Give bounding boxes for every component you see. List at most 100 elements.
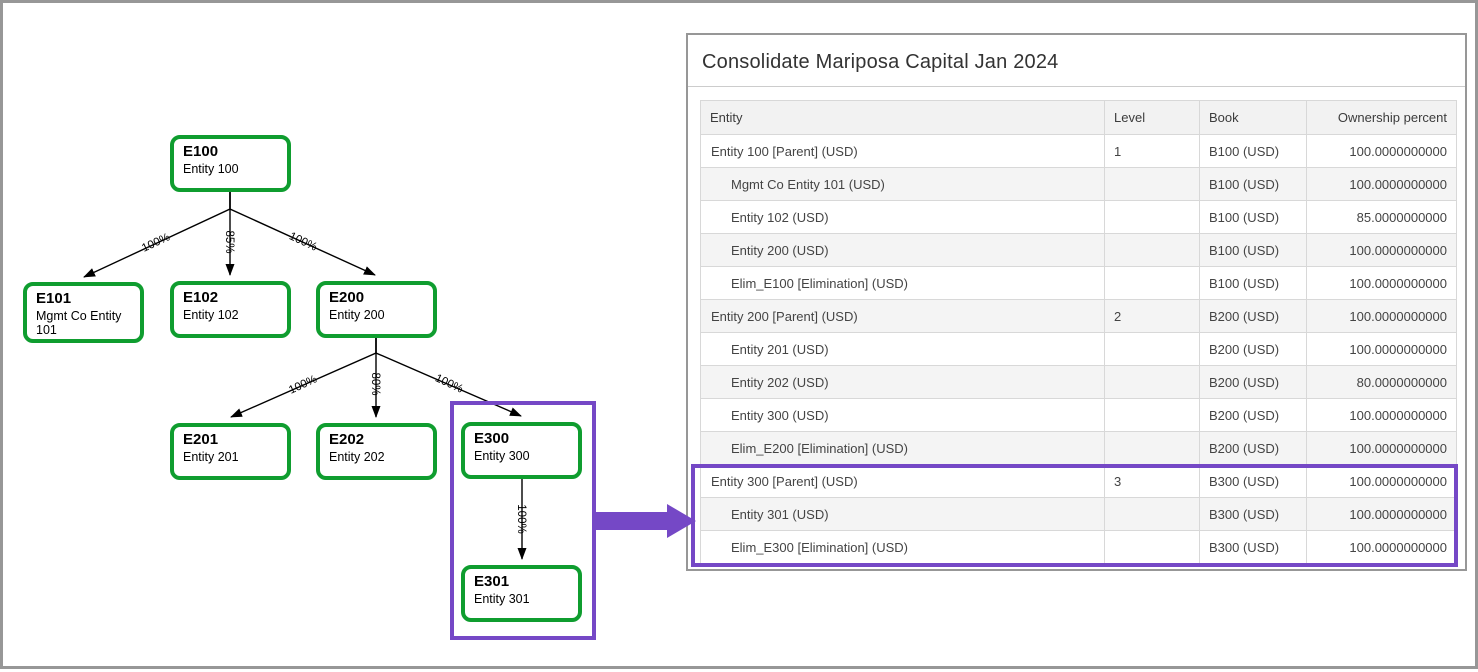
- cell-ownership-percent: 100.0000000000: [1306, 464, 1457, 498]
- entity-code: E202: [329, 431, 365, 448]
- edge-e100-e200: [229, 191, 376, 276]
- report-row: Entity 202 (USD) B200 (USD) 80.000000000…: [700, 365, 1457, 399]
- entity-node-e102: E102 Entity 102: [170, 281, 291, 338]
- edge-label: 85%: [223, 230, 235, 253]
- cell-entity: Entity 102 (USD): [700, 200, 1105, 234]
- entity-code: E300: [474, 430, 510, 447]
- edge-e100-e101: [83, 191, 231, 278]
- cell-ownership-percent: 100.0000000000: [1306, 299, 1457, 333]
- entity-node-e202: E202 Entity 202: [316, 423, 437, 480]
- cell-ownership-percent: 85.0000000000: [1306, 200, 1457, 234]
- entity-code: E100: [183, 143, 219, 160]
- edge-label: 100%: [140, 231, 172, 254]
- report-row: Entity 201 (USD) B200 (USD) 100.00000000…: [700, 332, 1457, 366]
- entity-node-e301: E301 Entity 301: [461, 565, 582, 622]
- report-row: Entity 300 (USD) B200 (USD) 100.00000000…: [700, 398, 1457, 432]
- entity-name: Entity 300: [474, 448, 530, 463]
- cell-book: B100 (USD): [1199, 167, 1307, 201]
- cell-level: [1104, 167, 1200, 201]
- column-header-entity: Entity: [700, 100, 1105, 135]
- edge-label: 100%: [287, 230, 319, 253]
- report-row: Elim_E300 [Elimination] (USD) B300 (USD)…: [700, 530, 1457, 564]
- report-row: Entity 200 (USD) B100 (USD) 100.00000000…: [700, 233, 1457, 267]
- entity-node-e200: E200 Entity 200: [316, 281, 437, 338]
- cell-level: [1104, 233, 1200, 267]
- report-row: Entity 102 (USD) B100 (USD) 85.000000000…: [700, 200, 1457, 234]
- cell-book: B300 (USD): [1199, 497, 1307, 531]
- edge-e200-e300: [375, 337, 522, 417]
- cell-level: [1104, 431, 1200, 465]
- cell-book: B200 (USD): [1199, 431, 1307, 465]
- cell-entity: Entity 200 (USD): [700, 233, 1105, 267]
- cell-level: [1104, 398, 1200, 432]
- report-title: Consolidate Mariposa Capital Jan 2024: [702, 51, 1059, 73]
- cell-book: B100 (USD): [1199, 134, 1307, 168]
- entity-code: E101: [36, 290, 72, 307]
- cell-entity: Entity 301 (USD): [700, 497, 1105, 531]
- report-row: Elim_E100 [Elimination] (USD) B100 (USD)…: [700, 266, 1457, 300]
- entity-name: Entity 200: [329, 307, 385, 322]
- entity-name: Entity 201: [183, 449, 239, 464]
- report-row: Entity 100 [Parent] (USD) 1 B100 (USD) 1…: [700, 134, 1457, 168]
- report-row: Elim_E200 [Elimination] (USD) B200 (USD)…: [700, 431, 1457, 465]
- column-header-ownership-percent: Ownership percent: [1306, 100, 1457, 135]
- cell-level: [1104, 365, 1200, 399]
- cell-level: 2: [1104, 299, 1200, 333]
- report-row: Entity 300 [Parent] (USD) 3 B300 (USD) 1…: [700, 464, 1457, 498]
- entity-name: Entity 102: [183, 307, 239, 322]
- cell-level: [1104, 266, 1200, 300]
- entity-code: E301: [474, 573, 510, 590]
- report-body: Entity 100 [Parent] (USD) 1 B100 (USD) 1…: [700, 134, 1457, 564]
- cell-level: 1: [1104, 134, 1200, 168]
- cell-book: B200 (USD): [1199, 332, 1307, 366]
- cell-ownership-percent: 100.0000000000: [1306, 266, 1457, 300]
- entity-node-e101: E101 Mgmt Co Entity 101: [23, 282, 144, 343]
- cell-book: B100 (USD): [1199, 266, 1307, 300]
- report-header-row: Entity Level Book Ownership percent: [700, 100, 1457, 135]
- cell-ownership-percent: 100.0000000000: [1306, 530, 1457, 564]
- focus-arrow-icon: [596, 504, 696, 538]
- cell-entity: Elim_E100 [Elimination] (USD): [700, 266, 1105, 300]
- cell-entity: Entity 200 [Parent] (USD): [700, 299, 1105, 333]
- cell-entity: Mgmt Co Entity 101 (USD): [700, 167, 1105, 201]
- cell-book: B200 (USD): [1199, 398, 1307, 432]
- report-row: Entity 301 (USD) B300 (USD) 100.00000000…: [700, 497, 1457, 531]
- report-header: Consolidate Mariposa Capital Jan 2024: [688, 35, 1465, 87]
- edge-label: 100%: [433, 372, 465, 395]
- edge-e200-e201: [230, 337, 377, 418]
- cell-entity: Entity 300 (USD): [700, 398, 1105, 432]
- entity-name: Entity 100: [183, 161, 239, 176]
- cell-ownership-percent: 80.0000000000: [1306, 365, 1457, 399]
- entity-code: E200: [329, 289, 365, 306]
- cell-entity: Entity 202 (USD): [700, 365, 1105, 399]
- cell-book: B100 (USD): [1199, 233, 1307, 267]
- cell-book: B200 (USD): [1199, 365, 1307, 399]
- entity-node-e100: E100 Entity 100: [170, 135, 291, 192]
- cell-ownership-percent: 100.0000000000: [1306, 332, 1457, 366]
- cell-level: [1104, 530, 1200, 564]
- cell-entity: Elim_E300 [Elimination] (USD): [700, 530, 1105, 564]
- cell-level: 3: [1104, 464, 1200, 498]
- cell-ownership-percent: 100.0000000000: [1306, 398, 1457, 432]
- cell-entity: Entity 100 [Parent] (USD): [700, 134, 1105, 168]
- report-table: Entity Level Book Ownership percent Enti…: [700, 100, 1457, 564]
- edge-label: 100%: [287, 373, 319, 396]
- cell-book: B100 (USD): [1199, 200, 1307, 234]
- report-row: Mgmt Co Entity 101 (USD) B100 (USD) 100.…: [700, 167, 1457, 201]
- entity-name: Mgmt Co Entity 101: [36, 308, 122, 338]
- cell-level: [1104, 200, 1200, 234]
- cell-entity: Entity 201 (USD): [700, 332, 1105, 366]
- cell-level: [1104, 332, 1200, 366]
- cell-entity: Elim_E200 [Elimination] (USD): [700, 431, 1105, 465]
- cell-ownership-percent: 100.0000000000: [1306, 134, 1457, 168]
- cell-ownership-percent: 100.0000000000: [1306, 431, 1457, 465]
- cell-book: B200 (USD): [1199, 299, 1307, 333]
- entity-name: Entity 202: [329, 449, 385, 464]
- edge-label: 80%: [369, 372, 381, 395]
- entity-node-e201: E201 Entity 201: [170, 423, 291, 480]
- report-panel: Consolidate Mariposa Capital Jan 2024 En…: [686, 33, 1467, 571]
- cell-ownership-percent: 100.0000000000: [1306, 497, 1457, 531]
- entity-code: E102: [183, 289, 219, 306]
- edge-label: 100%: [515, 504, 527, 533]
